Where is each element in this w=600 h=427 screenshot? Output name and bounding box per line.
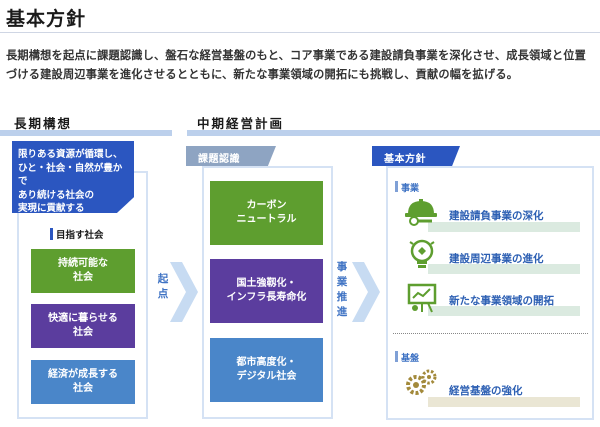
hardhat-wrench-icon (404, 196, 438, 226)
society-line: 持続可能な (58, 258, 108, 269)
issue-line: ニュートラル (236, 214, 297, 225)
foundation-label: 基盤 (401, 354, 420, 364)
target-label-mark (50, 228, 53, 240)
vision-line: あり続ける社会の (18, 189, 95, 201)
strategy-deepen: 建設請負事業の深化 (449, 210, 544, 222)
page-title: 基本方針 (6, 8, 87, 30)
society-line: 社会 (73, 272, 93, 283)
kiten-label: 起点 (156, 272, 170, 302)
society-line: 社会 (73, 383, 93, 394)
jigyo-suishin-text: 事業推進 (336, 261, 348, 318)
society-box-growth: 経済が成長する社会 (31, 360, 135, 404)
issues-tab: 課題認識 (186, 146, 276, 166)
business-label-mark (395, 181, 398, 192)
strategy-explore: 新たな事業領域の開拓 (449, 295, 554, 307)
vision-line: 実現に貢献する (18, 203, 85, 214)
issue-box-digital: 都市高度化・デジタル社会 (210, 338, 323, 402)
strategy-band (428, 306, 580, 316)
foundation-strengthen: 経営基盤の強化 (449, 385, 523, 397)
intro-text: 長期構想を起点に課題認識し、盤石な経営基盤のもと、コア事業である建設請負事業を深… (6, 49, 586, 81)
issue-line: カーボン (246, 200, 287, 211)
jigyo-suishin-label: 事業推進 (335, 260, 349, 320)
issue-line: 国土強靱化・ (236, 278, 297, 289)
society-line: 経済が成長する (48, 369, 118, 380)
vision-statement: 限りある資源が循環し、 ひと・社会・自然が豊かで あり続ける社会の 実現に貢献す… (12, 141, 134, 213)
strategy-band (428, 222, 580, 232)
society-box-comfortable: 快適に暮らせる社会 (31, 304, 135, 348)
kiten-text: 起点 (157, 273, 169, 300)
issue-box-resilience: 国土強靱化・インフラ長寿命化 (210, 259, 323, 323)
issue-line: 都市高度化・ (236, 357, 297, 368)
chevron-right-icon (170, 262, 198, 322)
foundation-label-mark (395, 351, 398, 362)
business-label: 事業 (401, 184, 420, 194)
title-divider (0, 32, 600, 33)
mid-term-heading-bar (187, 130, 600, 136)
vision-line: 限りある資源が循環し、 (18, 149, 123, 160)
strategy-evolve: 建設周辺事業の進化 (449, 253, 544, 265)
section-divider (393, 333, 588, 334)
long-term-heading-bar (0, 130, 172, 136)
foundation-band (428, 397, 580, 407)
presentation-board-icon (406, 282, 438, 314)
basic-policy-tab: 基本方針 (372, 146, 460, 166)
issue-box-carbon: カーボンニュートラル (210, 181, 323, 245)
vision-line: ひと・社会・自然が豊かで (18, 162, 123, 188)
lightbulb-icon (408, 238, 436, 272)
society-line: 快適に暮らせる (48, 313, 118, 324)
mid-term-heading: 中期経営計画 (197, 116, 285, 131)
society-box-sustainable: 持続可能な社会 (31, 249, 135, 293)
strategy-band (428, 264, 580, 274)
gears-icon (404, 368, 438, 398)
society-line: 社会 (73, 327, 93, 338)
issue-line: デジタル社会 (236, 371, 297, 382)
target-society-label: 目指す社会 (56, 230, 104, 241)
issue-line: インフラ長寿命化 (226, 292, 307, 303)
chevron-right-icon (352, 262, 380, 322)
long-term-heading: 長期構想 (14, 116, 73, 131)
